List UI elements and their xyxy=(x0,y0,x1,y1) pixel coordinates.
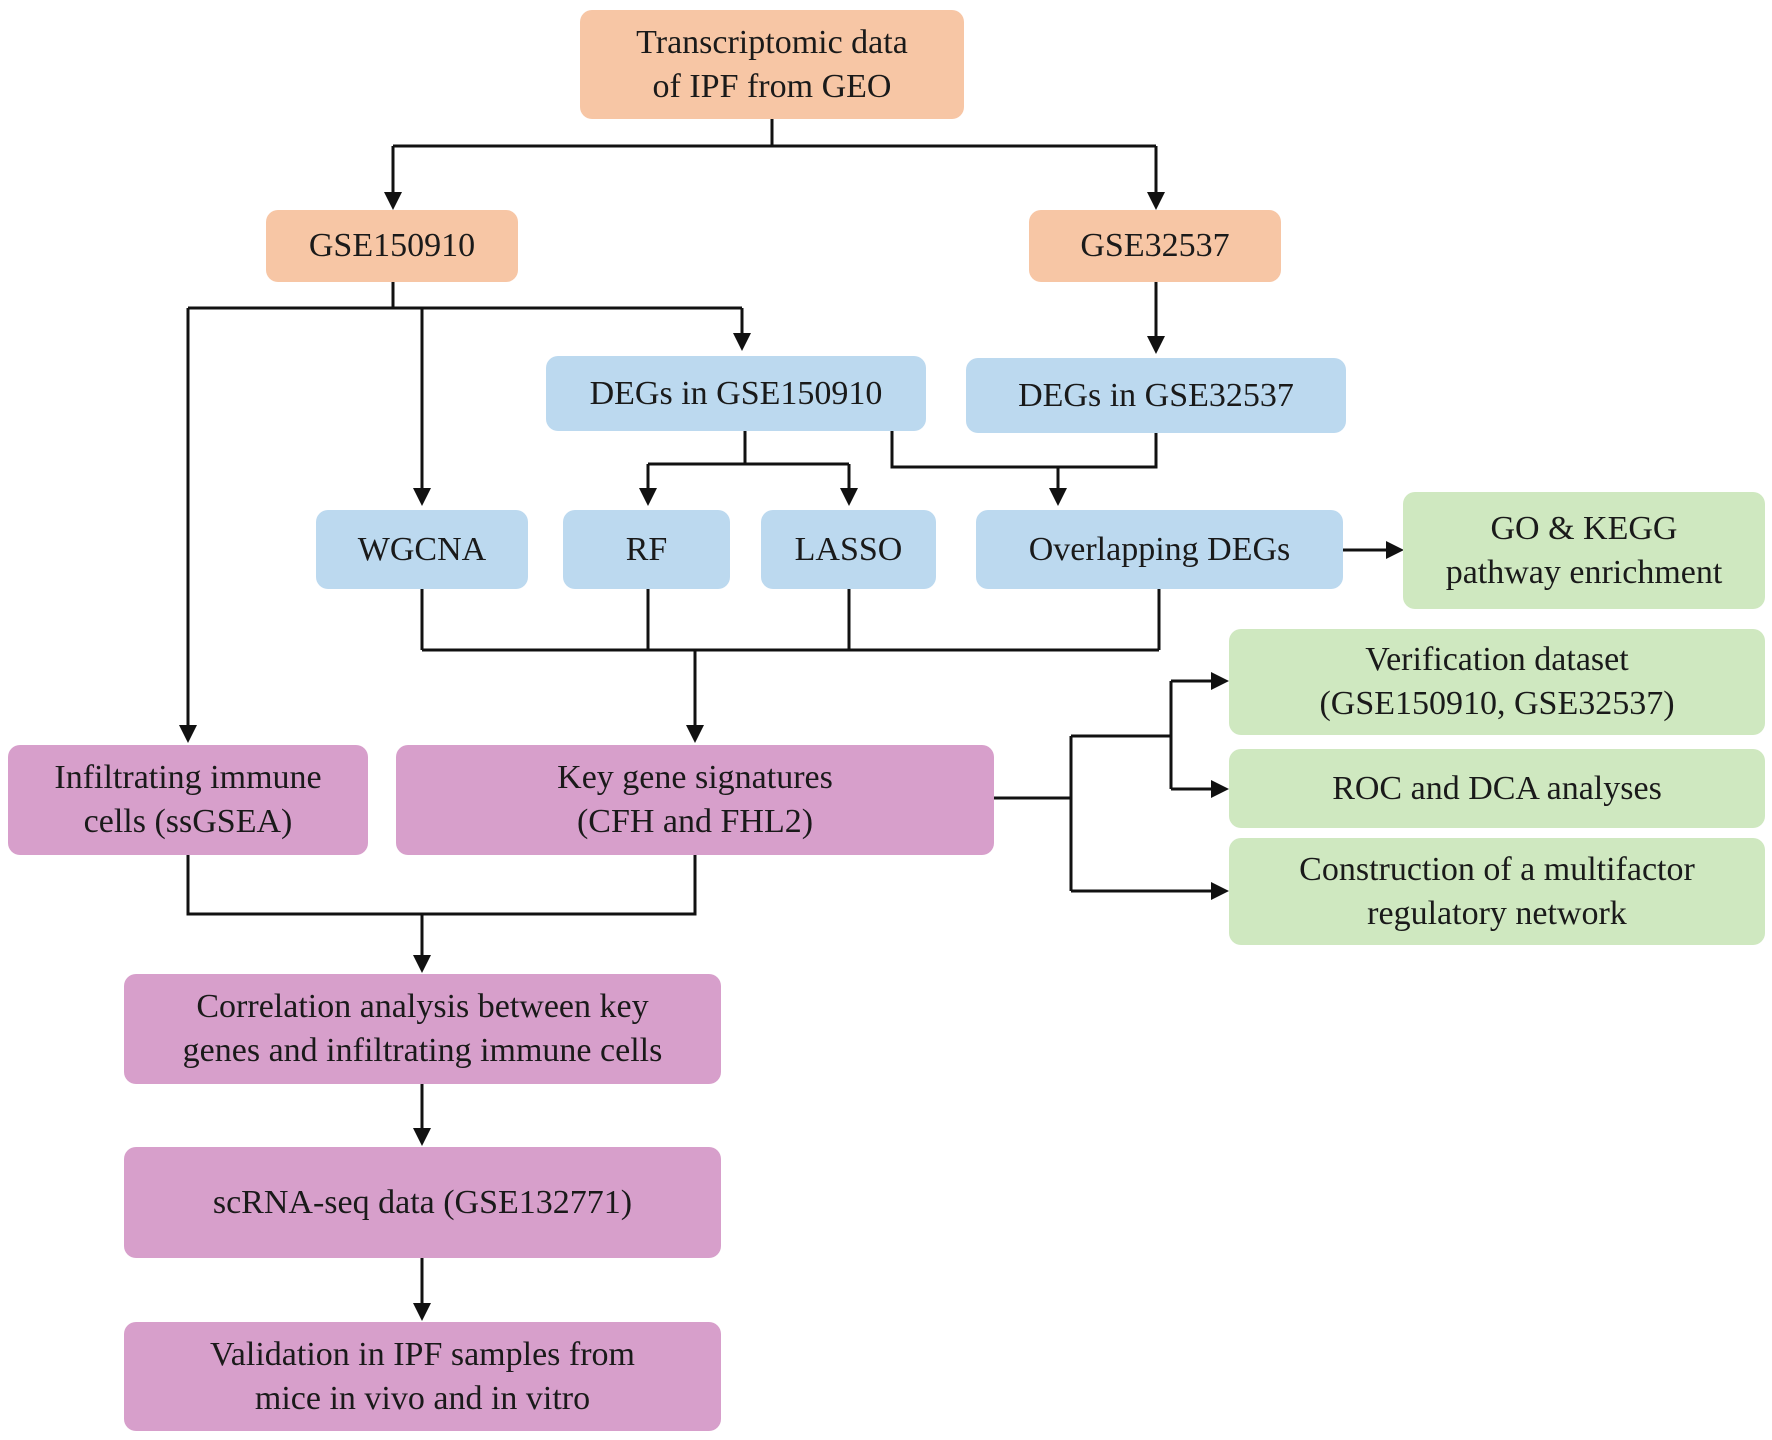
arrow-to-degs-gse150910 xyxy=(733,333,751,351)
arrow-to-lasso xyxy=(840,488,858,506)
node-overlapping-degs: Overlapping DEGs xyxy=(976,510,1343,589)
edge-degs-overlap xyxy=(890,431,1158,490)
node-roc-dca: ROC and DCA analyses xyxy=(1229,749,1765,828)
edge-source-split xyxy=(391,119,1158,194)
arrow-to-immune-cells xyxy=(179,725,197,743)
node-lasso: LASSO xyxy=(761,510,936,589)
arrow-to-gse32537 xyxy=(1147,192,1165,210)
arrow-to-overlapping-degs xyxy=(1049,488,1067,506)
arrow-to-key-genes xyxy=(686,725,704,743)
arrow-to-gse150910 xyxy=(384,192,402,210)
arrow-to-scrna xyxy=(413,1128,431,1146)
arrow-to-degs-gse32537 xyxy=(1147,336,1165,354)
edge-degs-rf-lasso xyxy=(646,431,851,490)
node-immune-cells: Infiltrating immune cells (ssGSEA) xyxy=(8,745,368,855)
node-key-gene-signatures: Key gene signatures (CFH and FHL2) xyxy=(396,745,994,855)
arrow-to-verification xyxy=(1211,672,1229,690)
node-go-kegg: GO & KEGG pathway enrichment xyxy=(1403,492,1765,609)
edge-key-genes-branch xyxy=(994,679,1213,893)
node-verification-dataset: Verification dataset (GSE150910, GSE3253… xyxy=(1229,629,1765,735)
node-scrna-seq: scRNA-seq data (GSE132771) xyxy=(124,1147,721,1258)
node-transcriptomic-data: Transcriptomic data of IPF from GEO xyxy=(580,10,964,119)
node-degs-gse32537: DEGs in GSE32537 xyxy=(966,358,1346,433)
arrow-to-validation xyxy=(413,1303,431,1321)
arrow-to-wgcna xyxy=(413,488,431,506)
arrow-to-correlation xyxy=(413,955,431,973)
node-gse150910: GSE150910 xyxy=(266,210,518,282)
node-degs-gse150910: DEGs in GSE150910 xyxy=(546,356,926,431)
node-correlation-analysis: Correlation analysis between key genes a… xyxy=(124,974,721,1084)
node-wgcna: WGCNA xyxy=(316,510,528,589)
arrow-to-roc-dca xyxy=(1211,780,1229,798)
arrow-to-rf xyxy=(639,488,657,506)
node-multifactor-network: Construction of a multifactor regulatory… xyxy=(1229,838,1765,945)
arrow-to-multifactor xyxy=(1211,882,1229,900)
edge-to-correlation xyxy=(186,855,697,957)
node-rf: RF xyxy=(563,510,730,589)
edge-analyses-merge xyxy=(420,589,1161,727)
arrow-to-go-kegg xyxy=(1386,541,1404,559)
edge-gse150910-split xyxy=(186,282,744,727)
node-gse32537: GSE32537 xyxy=(1029,210,1281,282)
node-validation: Validation in IPF samples from mice in v… xyxy=(124,1322,721,1431)
